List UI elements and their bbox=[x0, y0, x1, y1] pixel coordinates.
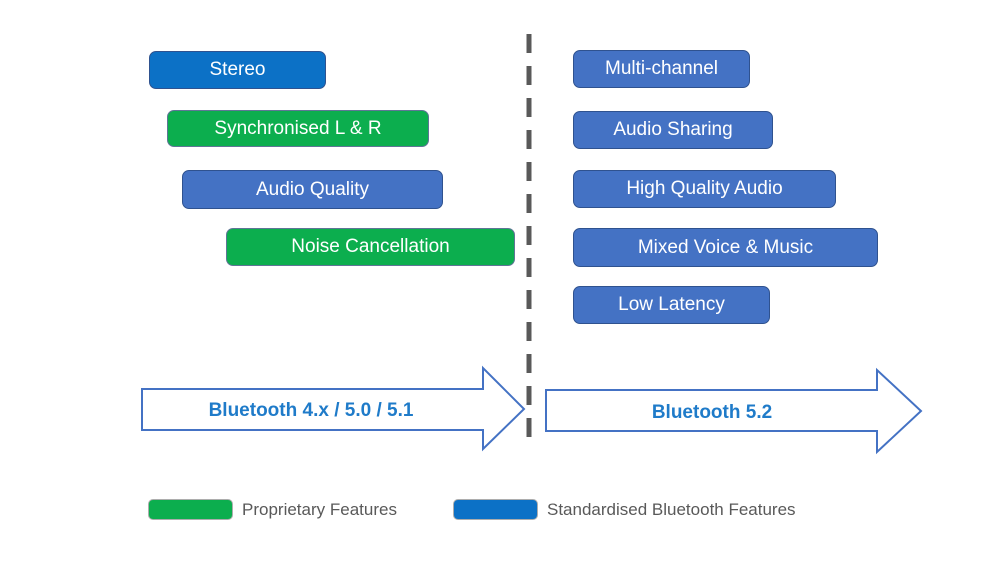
feature-pill-synchronised-l-r: Synchronised L & R bbox=[167, 110, 429, 147]
legend-label-standardised: Standardised Bluetooth Features bbox=[547, 499, 796, 519]
feature-pill-label: Multi-channel bbox=[605, 58, 718, 79]
legend-item-standardised: Standardised Bluetooth Features bbox=[453, 499, 796, 520]
feature-pill-audio-quality: Audio Quality bbox=[182, 170, 443, 209]
feature-pill-mixed-voice-music: Mixed Voice & Music bbox=[573, 228, 878, 267]
feature-pill-label: Noise Cancellation bbox=[291, 236, 450, 257]
feature-pill-stereo: Stereo bbox=[149, 51, 326, 89]
feature-pill-label: Stereo bbox=[209, 59, 266, 80]
feature-pill-multi-channel: Multi-channel bbox=[573, 50, 750, 88]
feature-pill-label: Audio Quality bbox=[255, 178, 369, 200]
left-timeline-arrow-label: Bluetooth 4.x / 5.0 / 5.1 bbox=[209, 400, 414, 421]
legend-swatch-green bbox=[148, 499, 233, 520]
legend-swatch-blue bbox=[453, 499, 538, 520]
feature-pill-low-latency: Low Latency bbox=[573, 286, 770, 324]
feature-pill-noise-cancellation: Noise Cancellation bbox=[226, 228, 515, 266]
left-timeline-arrow bbox=[141, 365, 526, 452]
legend-item-proprietary: Proprietary Features bbox=[148, 499, 397, 520]
right-timeline-arrow-label: Bluetooth 5.2 bbox=[652, 402, 772, 423]
feature-pill-label: Low Latency bbox=[618, 294, 725, 315]
right-timeline-arrow bbox=[545, 367, 923, 455]
feature-pill-label: Audio Sharing bbox=[613, 119, 733, 140]
feature-pill-label: Mixed Voice & Music bbox=[637, 236, 814, 258]
feature-pill-label: Synchronised L & R bbox=[214, 117, 382, 139]
feature-pill-label: High Quality Audio bbox=[626, 178, 783, 199]
feature-pill-audio-sharing: Audio Sharing bbox=[573, 111, 773, 149]
legend-label-proprietary: Proprietary Features bbox=[242, 499, 397, 519]
feature-pill-high-quality-audio: High Quality Audio bbox=[573, 170, 836, 208]
